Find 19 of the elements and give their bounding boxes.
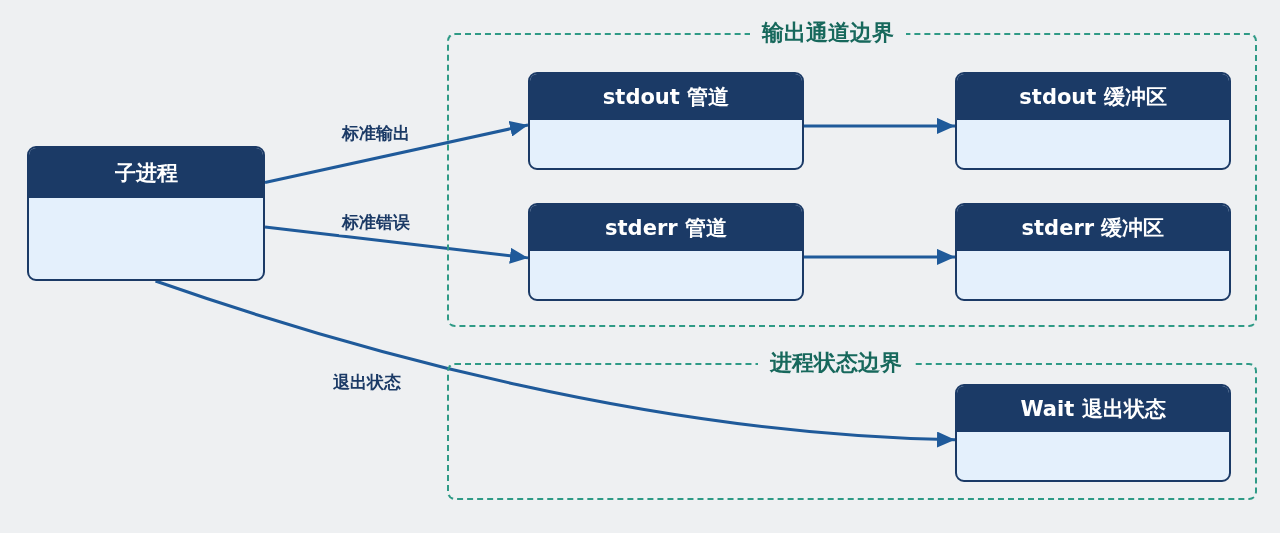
box-title: stdout 缓冲区 bbox=[957, 74, 1229, 120]
arrow bbox=[804, 117, 955, 134]
box-title: Wait 退出状态 bbox=[957, 386, 1229, 432]
process-box bbox=[528, 203, 804, 301]
arrow bbox=[155, 279, 956, 448]
arrow bbox=[264, 225, 529, 264]
boundary-title: 进程状态边界 bbox=[757, 349, 914, 377]
box-title: 子进程 bbox=[29, 148, 263, 198]
box-title: stderr 管道 bbox=[530, 205, 802, 251]
process-box bbox=[27, 146, 265, 281]
arrow bbox=[264, 120, 529, 184]
process-box bbox=[528, 72, 804, 170]
arrow bbox=[804, 248, 955, 265]
box-title: stderr 缓冲区 bbox=[957, 205, 1229, 251]
boundary-title: 输出通道边界 bbox=[749, 19, 906, 47]
process-box bbox=[955, 72, 1231, 170]
process-box bbox=[955, 203, 1231, 301]
process-box bbox=[955, 384, 1231, 482]
box-title: stdout 管道 bbox=[530, 74, 802, 120]
